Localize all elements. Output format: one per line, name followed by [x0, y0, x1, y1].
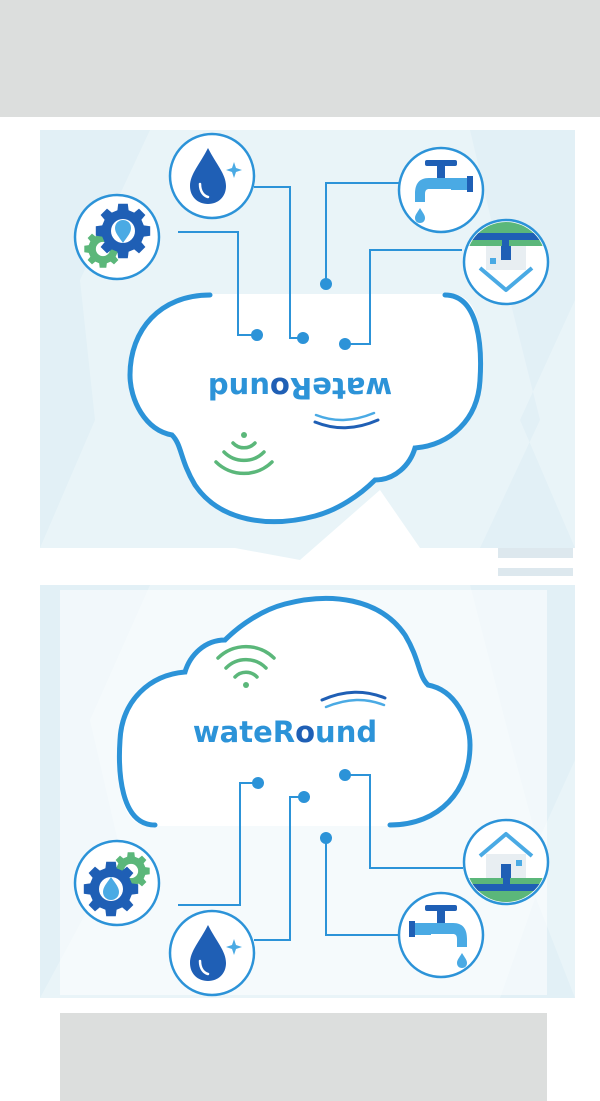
- top-gear-drop-icon: [75, 195, 159, 279]
- bottom-panel: wateRound: [60, 590, 548, 997]
- circuit-nodes-mirrored: [251, 278, 351, 350]
- top-faucet-icon: [397, 146, 485, 234]
- gear-drop-icon: [75, 841, 159, 925]
- top-panel: wateRound: [130, 182, 481, 522]
- circuit-lines: [178, 774, 463, 941]
- faucet-icon: [397, 891, 485, 979]
- brand-logo: wateRound: [193, 715, 377, 749]
- water-drop-icon: [168, 909, 256, 997]
- circuit-lines-mirrored: [178, 182, 462, 345]
- circuit-nodes: [252, 769, 351, 844]
- top-gray-band: [0, 0, 600, 117]
- top-water-drop-icon: [168, 132, 256, 220]
- bottom-gray-band: [60, 1013, 547, 1101]
- brand-logo-mirrored: wateRound: [208, 371, 392, 405]
